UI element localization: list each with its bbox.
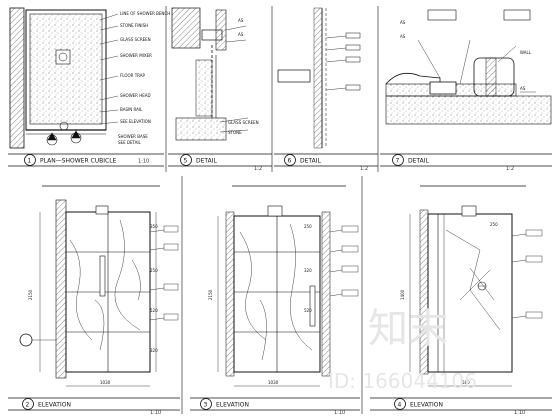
svg-text:AS: AS [238,18,244,23]
panel-title: PLAN—SHOWER CUBICLE [40,158,117,165]
panel-detail-5: AS AS GLASS SCREEN STONE [171,7,259,141]
panel-plan: LINE OF SHOWER BENCH STONE FINISH GLASS … [9,7,170,149]
svg-text:SHOWER BASE: SHOWER BASE [118,134,148,139]
title-bar-elevation-4: 4 ELEVATION 1:10 [370,397,552,416]
title-bar-detail-6: 6 DETAIL 1:2 [274,153,378,172]
panel-number: 6 [288,158,292,165]
svg-text:AS: AS [238,32,244,37]
panel-title: ELEVATION [216,402,249,409]
title-bar-detail-7: 7 DETAIL 1:2 [380,153,552,172]
panel-scale: 1:10 [334,410,345,416]
shower-rail [99,255,106,297]
panel-detail-7: AS AS WALL AS [385,9,552,125]
floor-drain [55,49,71,65]
svg-text:GLASS SCREEN: GLASS SCREEN [228,120,259,125]
panel-number: 4 [398,402,402,409]
title-bar-plan: 1 PLAN—SHOWER CUBICLE 1:10 [8,153,164,167]
svg-text:SEE DETAIL: SEE DETAIL [118,140,142,145]
panel-number: 3 [204,402,208,409]
svg-text:AS: AS [400,20,406,25]
panel-scale: 1:10 [514,410,525,416]
panel-elevation-2: 2150 350 250 520 320 1030 [19,185,179,387]
marble-veins [69,219,141,351]
panel-elevation-3: 2150 250 320 520 1030 [208,185,359,387]
panel-title: DETAIL [300,158,321,165]
panel-title: DETAIL [196,158,217,165]
panel-scale: 1:10 [138,159,149,165]
panel-elevation-4: 1400 250 580 [400,185,543,387]
dim-mid1: 250 [150,268,158,273]
shower-head [95,205,109,215]
svg-text:FLOOR TRAP: FLOOR TRAP [120,73,146,78]
dim-mid: 1400 [400,289,405,300]
panel-title: DETAIL [408,158,429,165]
dim-height: 2150 [28,289,33,300]
panel-number: 2 [26,402,30,409]
dim-mid3: 320 [150,348,158,353]
panel-scale: 1:2 [506,166,514,172]
svg-text:SEE ELEVATION: SEE ELEVATION [120,119,151,124]
svg-text:GLASS SCREEN: GLASS SCREEN [120,37,151,42]
svg-text:SHOWER HEAD: SHOWER HEAD [120,93,151,98]
dim-mid2: 520 [304,308,312,313]
shower-floor [29,13,103,125]
panel-scale: 1:2 [254,166,262,172]
svg-text:LINE OF SHOWER BENCH: LINE OF SHOWER BENCH [120,11,170,16]
svg-text:BASIN RAIL: BASIN RAIL [120,107,143,112]
watermark-logo-text: 知末 [368,306,448,352]
dim-bottom: 1030 [268,380,279,385]
title-bar-elevation-2: 2 ELEVATION 1:10 [8,397,180,416]
panel-scale: 1:2 [360,166,368,172]
wall-section [9,7,25,149]
panel-detail-6 [277,7,361,149]
svg-text:SHOWER MIXER: SHOWER MIXER [120,53,152,58]
watermark-id: ID: 166044106 [328,369,477,393]
svg-text:STONE FINISH: STONE FINISH [120,23,148,28]
dim-bottom: 580 [462,380,470,385]
svg-text:STONE: STONE [228,130,242,135]
dim-bottom: 1030 [100,380,111,385]
panel-number: 7 [396,158,400,165]
svg-text:AS: AS [400,34,406,39]
title-bar-detail-5: 5 DETAIL 1:2 [168,153,272,172]
title-bar-elevation-3: 3 ELEVATION 1:10 [190,397,360,416]
dim-top: 350 [150,224,158,229]
svg-text:WALL: WALL [520,50,532,55]
dim-top: 250 [490,222,498,227]
svg-text:AS: AS [520,86,526,91]
panel-title: ELEVATION [410,402,443,409]
panel-number: 1 [28,158,32,165]
panel-scale: 1:10 [150,410,161,416]
panel-title: ELEVATION [38,402,71,409]
panel-number: 5 [184,158,188,165]
dim-mid2: 520 [150,308,158,313]
dim-mid1: 320 [304,268,312,273]
dim-height: 2150 [208,289,213,300]
dim-top: 250 [304,224,312,229]
